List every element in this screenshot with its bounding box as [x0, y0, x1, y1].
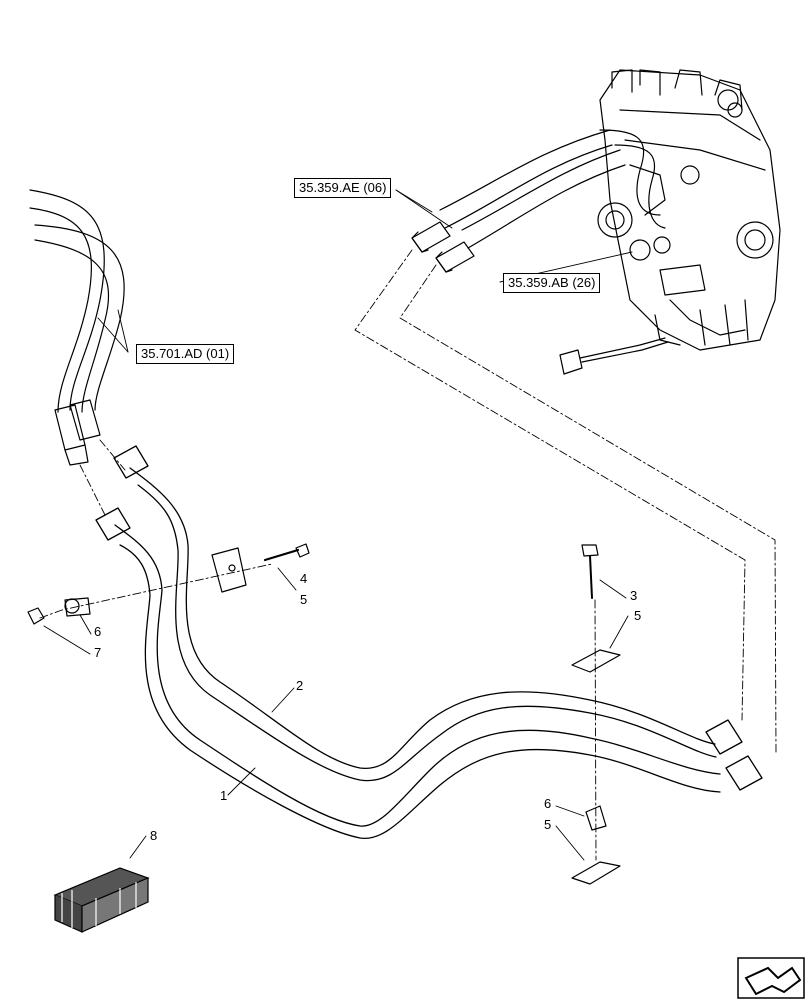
- callout-2: 2: [296, 678, 304, 693]
- pipe-assembly: [95, 445, 763, 839]
- reference-label-ad[interactable]: 35.701.AD (01): [136, 344, 235, 364]
- reference-label-ab[interactable]: 35.359.AB (26): [503, 273, 601, 293]
- leader-lines: [43, 189, 633, 861]
- bracket-hardware: [27, 543, 621, 885]
- callout-1: 1: [220, 788, 228, 803]
- hoses-upper-left: [29, 189, 125, 466]
- alignment-lines: [39, 249, 777, 861]
- callout-6-lower-spacer: 6: [544, 796, 552, 811]
- callout-5-lower-clamp: 5: [544, 817, 552, 832]
- control-valve-assembly: [411, 69, 781, 375]
- callout-5-upper-clamp: 5: [634, 608, 642, 623]
- callout-8: 8: [150, 828, 158, 843]
- next-page-arrow-icon[interactable]: [737, 957, 805, 999]
- callout-7: 7: [94, 645, 102, 660]
- crate-kit-icon: [53, 867, 150, 933]
- callout-6-spacer: 6: [94, 624, 102, 639]
- callout-5-bracket: 5: [300, 592, 308, 607]
- reference-label-ae[interactable]: 35.359.AE (06): [294, 178, 392, 198]
- callout-3: 3: [630, 588, 638, 603]
- callout-4: 4: [300, 571, 308, 586]
